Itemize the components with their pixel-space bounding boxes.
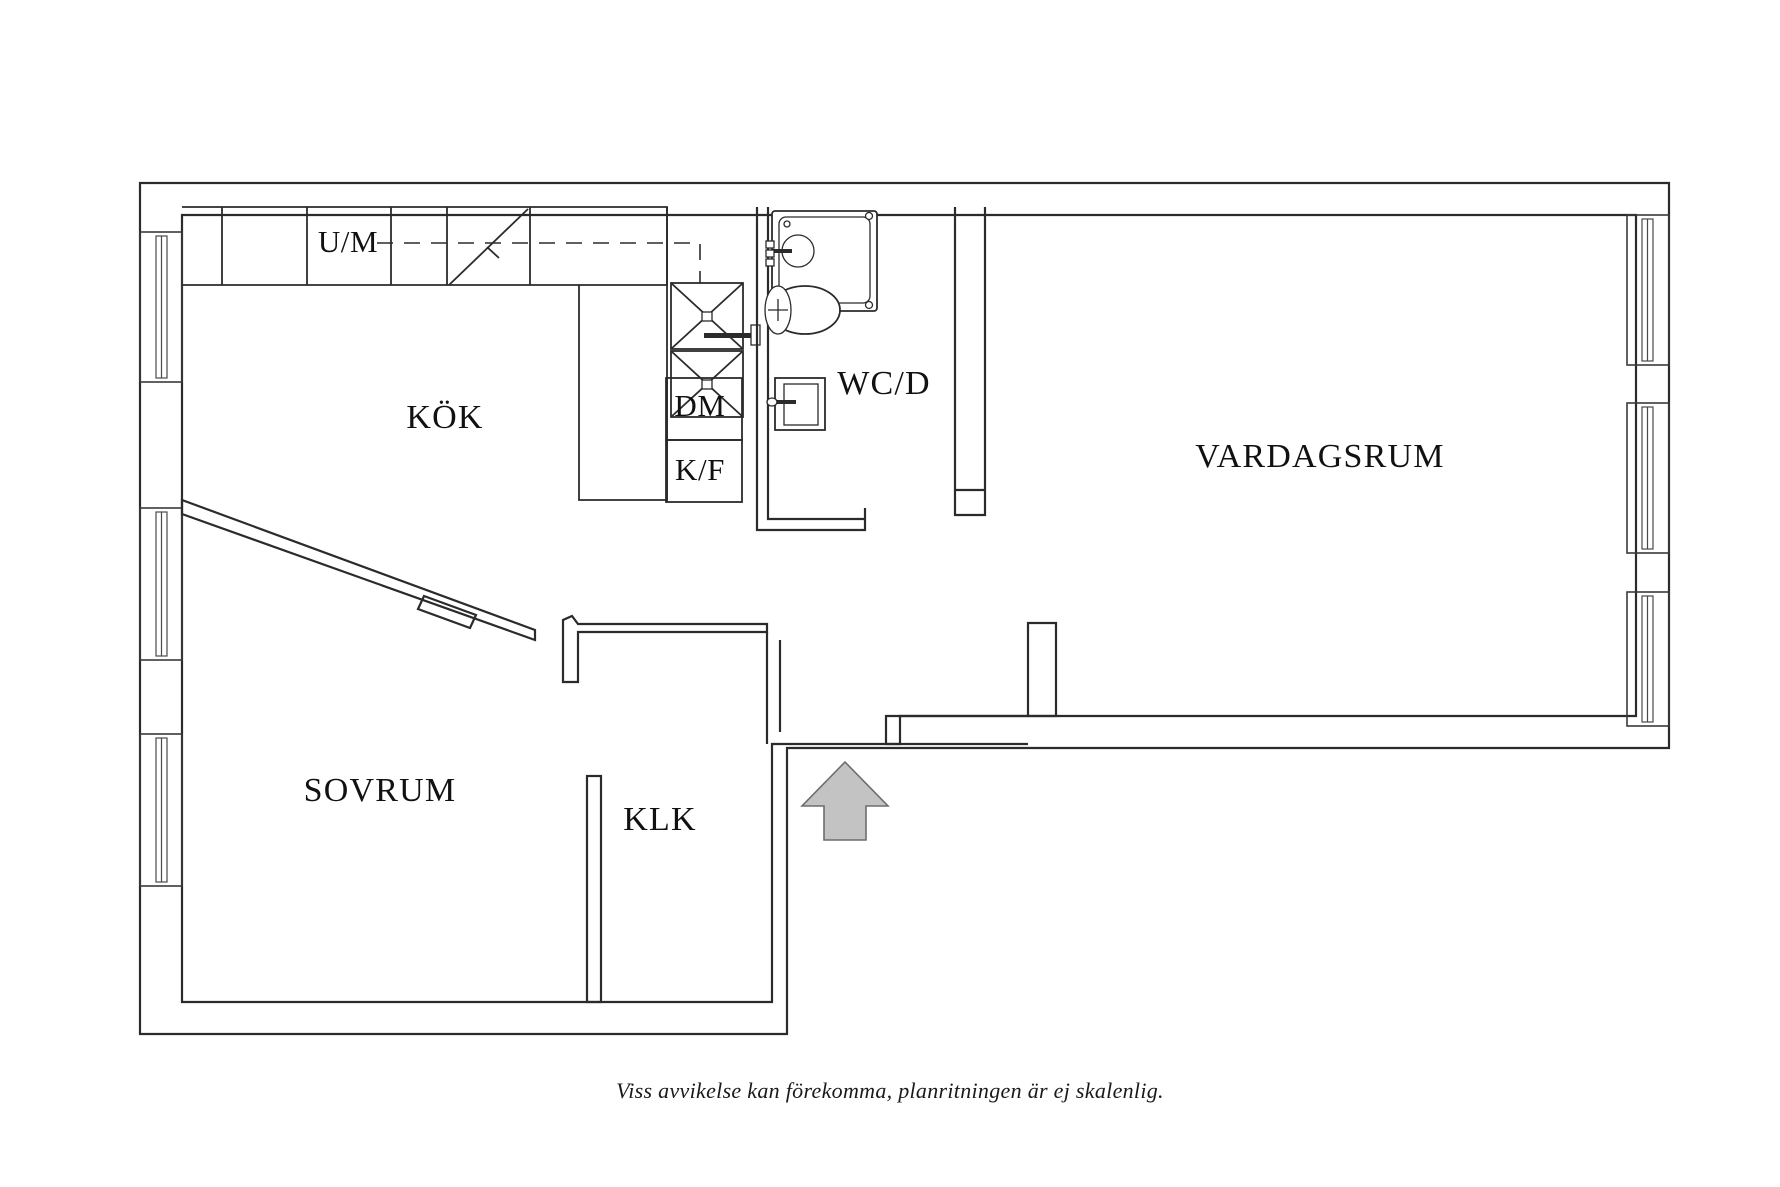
- window-right-1: [1626, 214, 1670, 366]
- room-label-kok: KÖK: [406, 399, 483, 436]
- interior-walls: [180, 498, 782, 1004]
- window-left-3: [139, 733, 183, 887]
- stove-hob: [670, 282, 761, 418]
- fixture-label-um: U/M: [318, 224, 378, 259]
- living-room-partitions: [884, 621, 1058, 746]
- fixture-label-kf: K/F: [675, 452, 725, 487]
- washbasin: [766, 377, 826, 431]
- window-left-1: [139, 231, 183, 383]
- toilet: [764, 285, 841, 335]
- entrance-arrow-icon: [800, 760, 890, 841]
- room-label-vardagsrum: VARDAGSRUM: [1195, 438, 1444, 475]
- kitchen-counter: [182, 206, 701, 501]
- room-label-klk: KLK: [623, 801, 696, 838]
- room-label-sovrum: SOVRUM: [304, 772, 457, 809]
- fixture-label-dm: DM: [674, 388, 725, 423]
- disclaimer-caption: Viss avvikelse kan förekomma, planritnin…: [616, 1078, 1164, 1103]
- window-group-left: [139, 231, 183, 887]
- window-right-3: [1626, 591, 1670, 727]
- window-group-right: [1626, 214, 1670, 727]
- outer-walls: [138, 181, 1671, 1036]
- appliance-boxes: [665, 377, 743, 503]
- room-label-wc-d: WC/D: [837, 365, 931, 402]
- window-right-2: [1626, 402, 1670, 554]
- window-left-2: [139, 507, 183, 661]
